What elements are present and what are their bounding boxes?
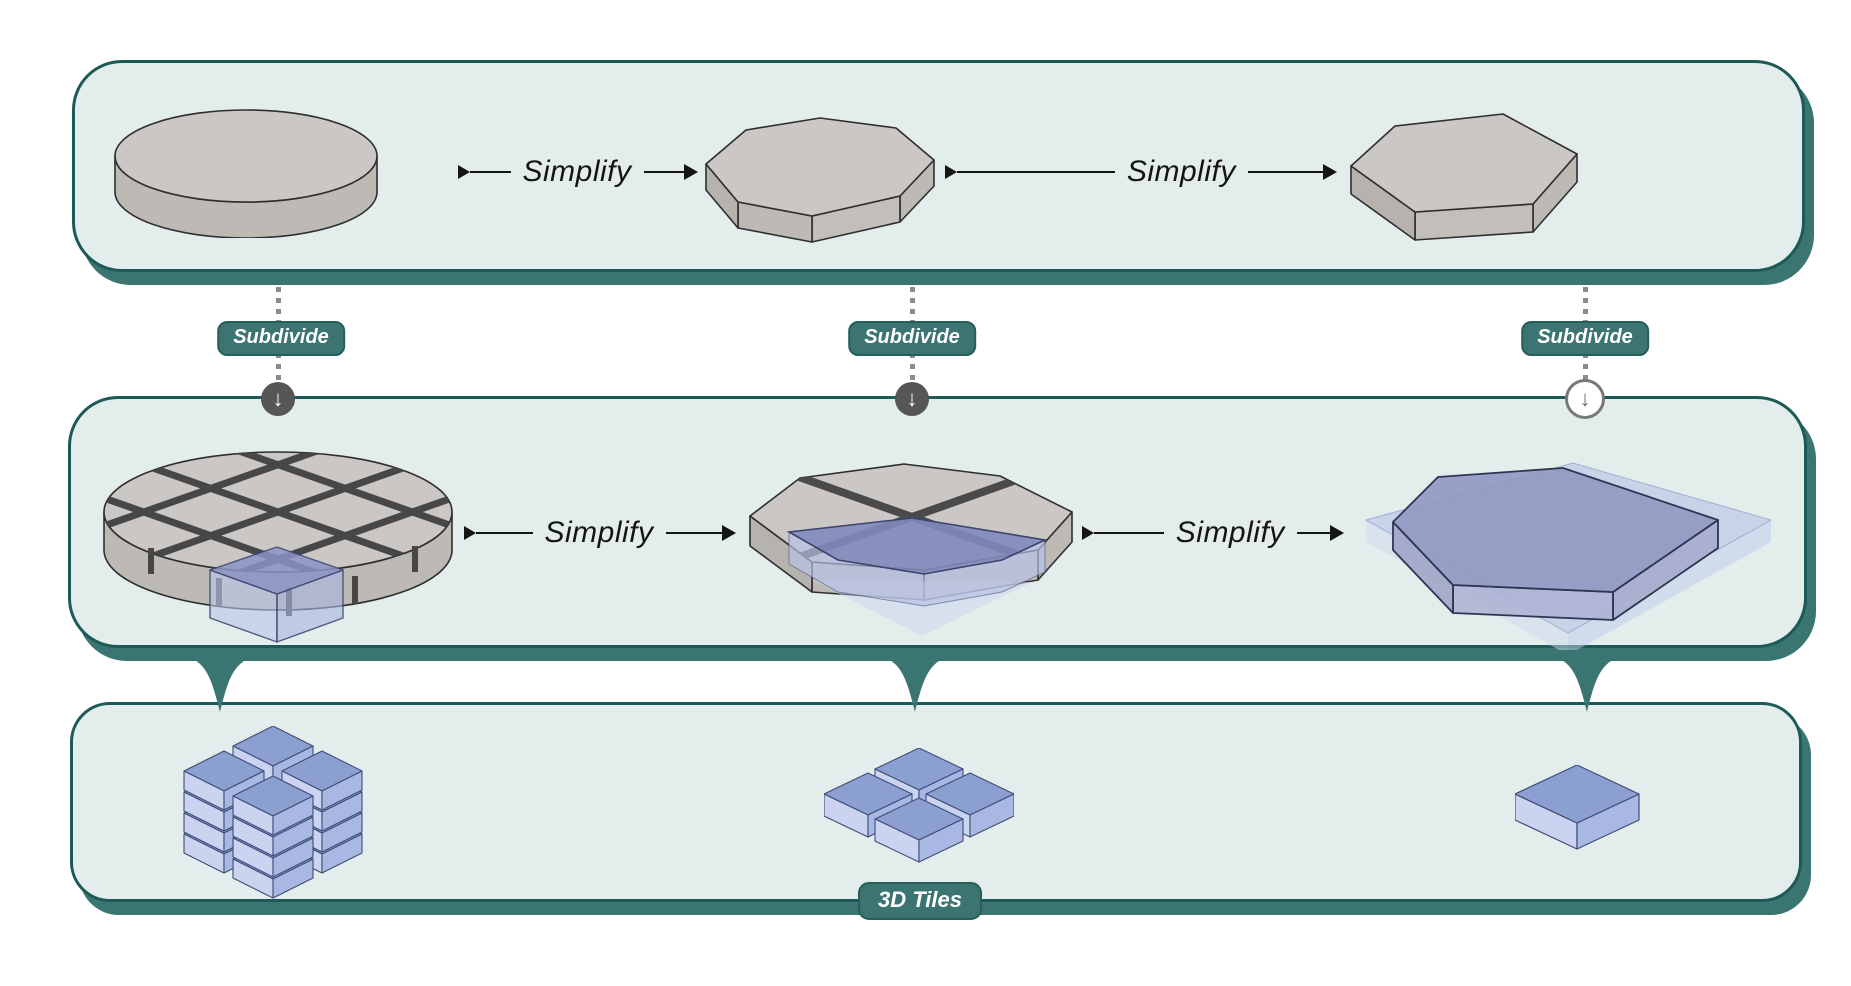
arrow-start-icon — [464, 526, 476, 540]
simplify-arrow: Simplify — [464, 511, 737, 555]
panel-tail-connector — [177, 650, 264, 712]
panel-tail-connector — [872, 650, 959, 712]
tile-stack-3d — [183, 726, 363, 899]
tile-grid-2x2 — [824, 748, 1014, 863]
arrow-head-icon — [722, 525, 737, 541]
disk-model — [114, 109, 378, 238]
3d-tiles-badge: 3D Tiles — [858, 882, 982, 920]
octagon-disk-model — [705, 117, 935, 243]
hexagon-disk-model — [1350, 113, 1578, 241]
simplify-label: Simplify — [1175, 516, 1285, 549]
simplify-label: Simplify — [522, 155, 632, 188]
arrow-start-icon — [458, 165, 470, 179]
subdivide-badge: Subdivide — [1521, 321, 1649, 356]
simplify-arrow: Simplify — [945, 150, 1337, 194]
simplify-arrow: Simplify — [1082, 511, 1344, 555]
simplify-label: Simplify — [1126, 155, 1236, 188]
panel-tail-connector — [1544, 650, 1631, 712]
arrow-down-circle-icon: ↓ — [1565, 379, 1605, 419]
subdivide-badge: Subdivide — [848, 321, 976, 356]
arrow-head-icon — [684, 164, 699, 180]
simplify-arrow: Simplify — [458, 150, 699, 194]
arrow-start-icon — [1082, 526, 1094, 540]
quadrant-disk-model — [749, 463, 1073, 636]
single-tile-3d — [1515, 765, 1640, 850]
arrow-head-icon — [1323, 164, 1337, 180]
arrow-head-icon — [1330, 525, 1344, 541]
simplify-label: Simplify — [544, 516, 654, 549]
subdivided-disk-model — [103, 451, 453, 643]
arrow-down-circle-icon: ↓ — [895, 382, 929, 416]
arrow-start-icon — [945, 165, 957, 179]
arrow-down-circle-icon: ↓ — [261, 382, 295, 416]
hexagon-with-tile-model — [1364, 462, 1773, 655]
subdivide-badge: Subdivide — [217, 321, 345, 356]
